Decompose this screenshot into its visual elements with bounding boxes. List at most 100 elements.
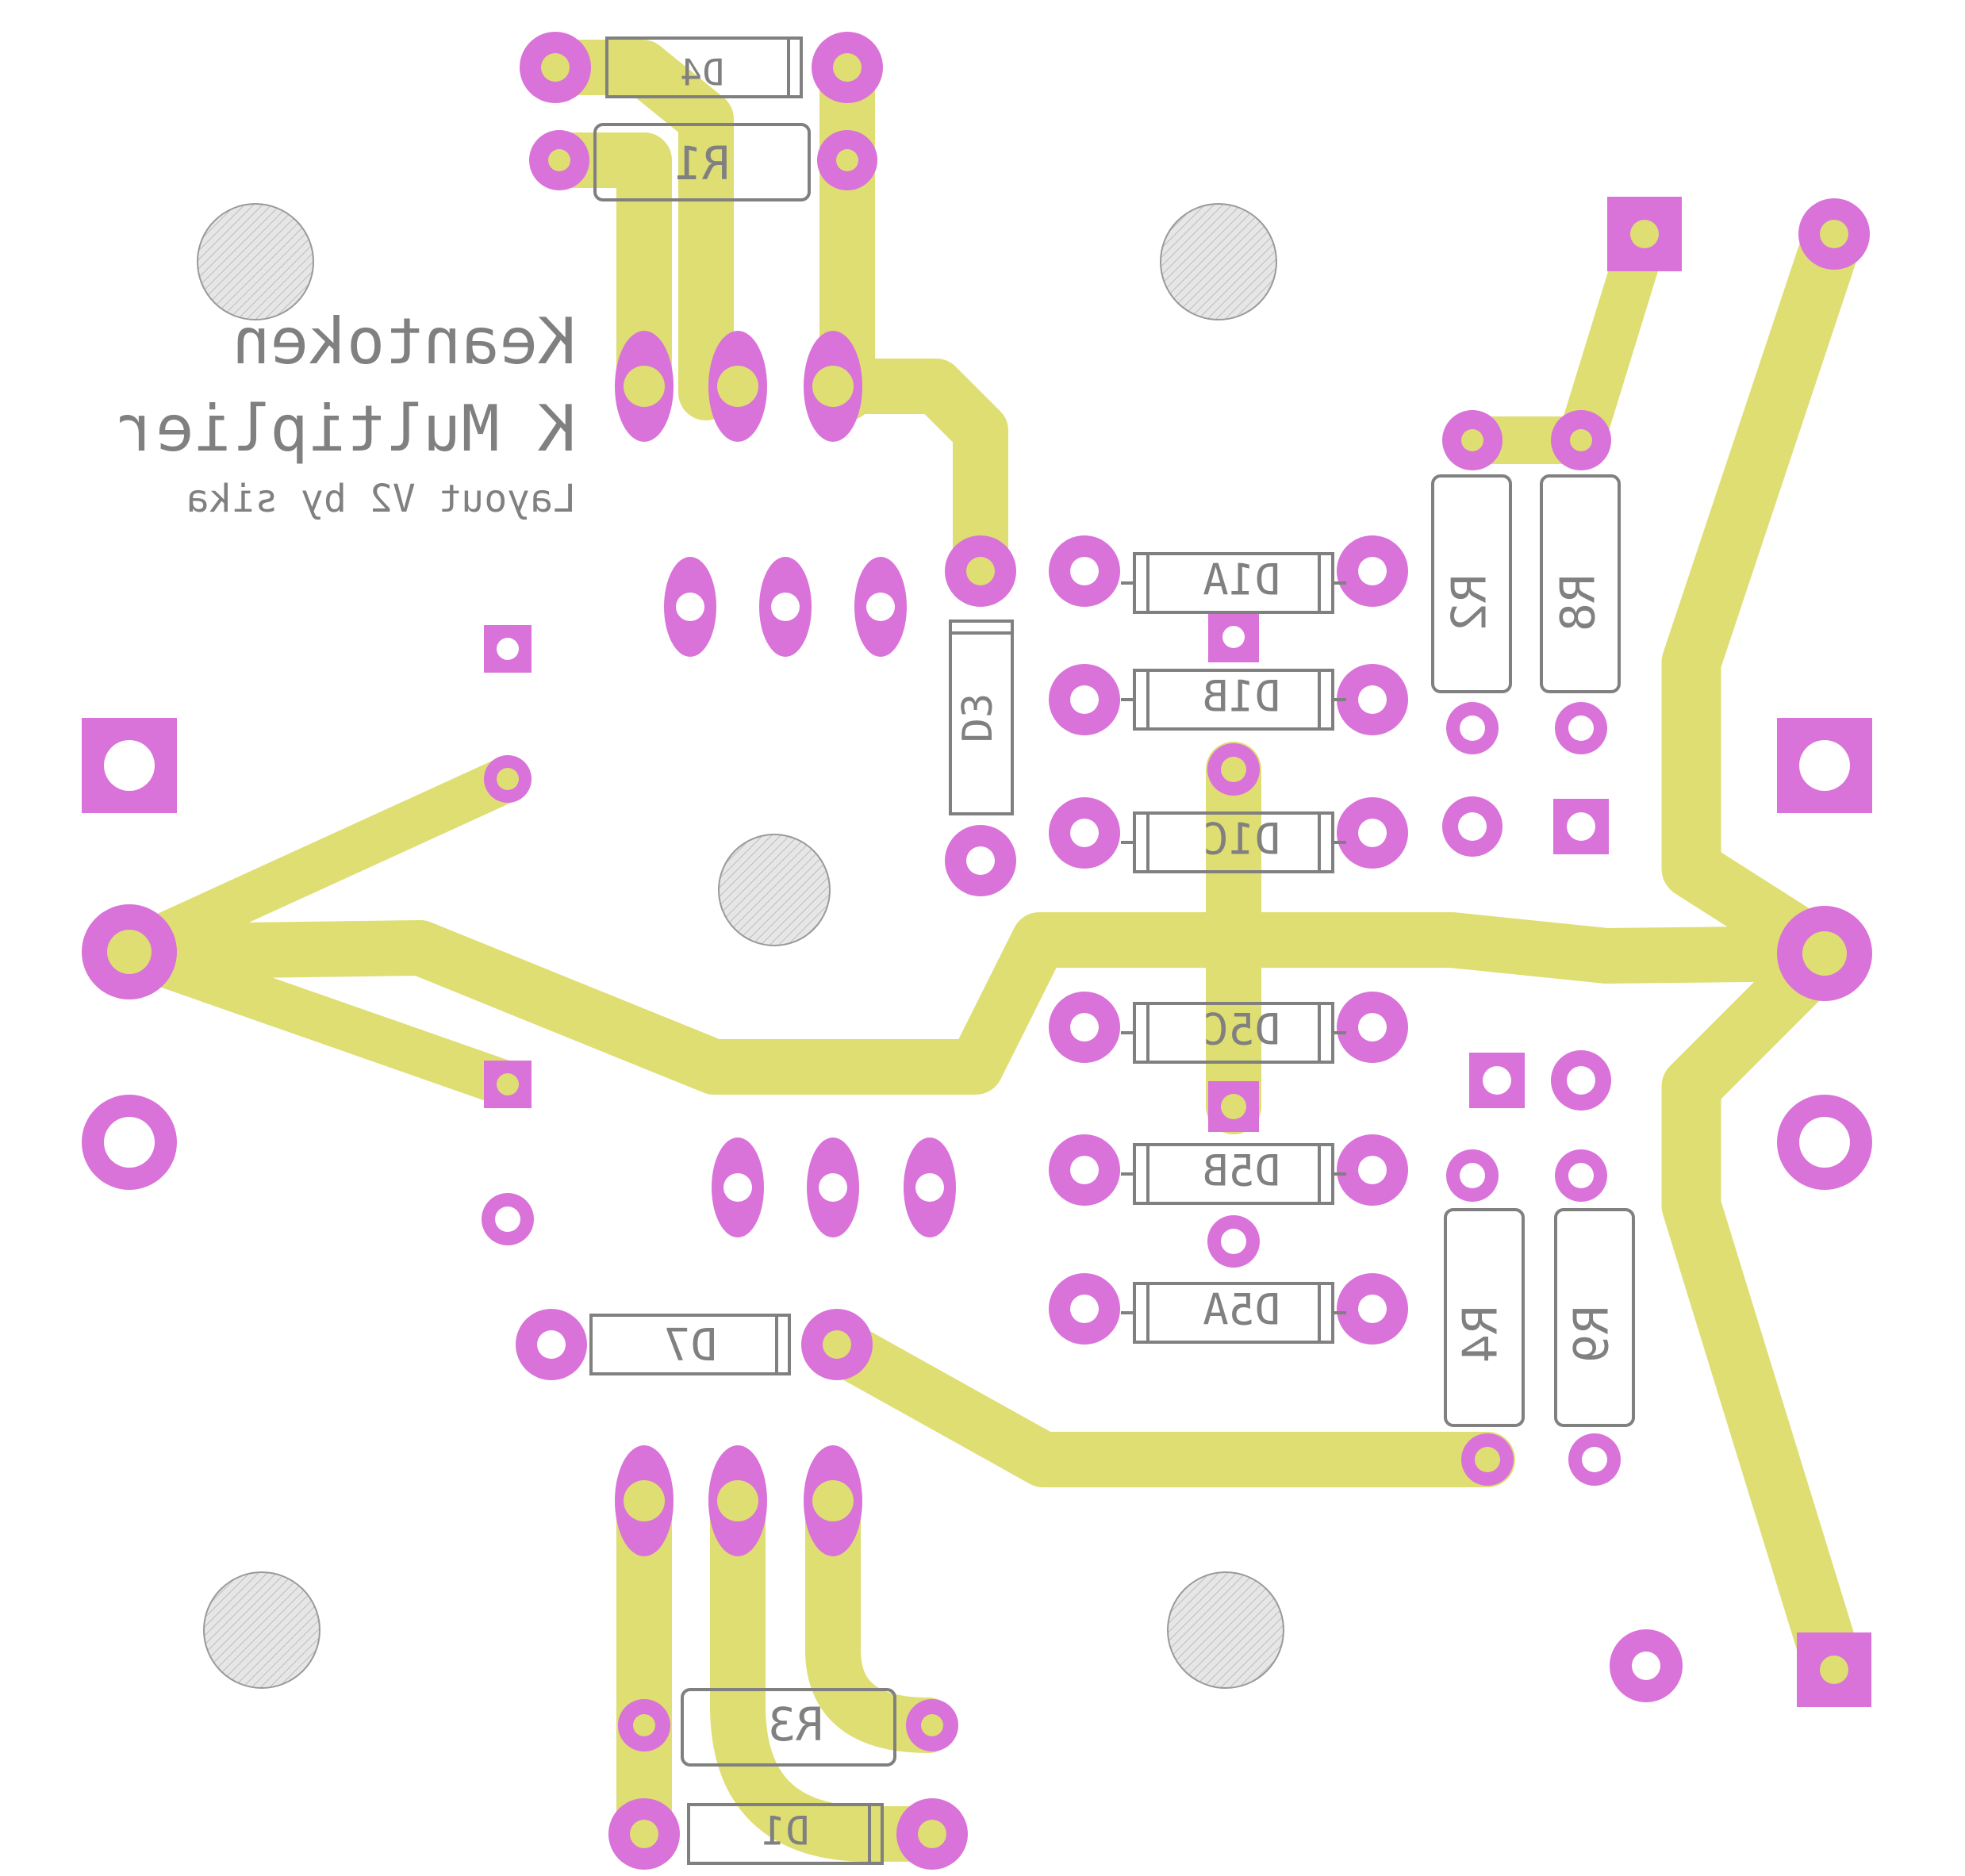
mounting-hole-bottom-left: [203, 1571, 320, 1689]
pad-drill: [1460, 1163, 1485, 1188]
d1-label: D1: [762, 1809, 809, 1855]
r1-label: R1: [674, 136, 730, 190]
title-line3: Layout V2 by sika: [186, 477, 576, 521]
d5a-label: D5A: [1203, 1285, 1280, 1335]
pad-drill: [107, 930, 152, 974]
pad-drill: [495, 1207, 520, 1232]
pad-drill: [966, 846, 995, 875]
pad-drill: [1567, 812, 1595, 841]
label-d5a: D5A: [1203, 1285, 1280, 1335]
trace-right-lower: [1661, 923, 1864, 1700]
d1c-label: D1C: [1203, 815, 1280, 865]
label-d1a: D1A: [1203, 555, 1280, 605]
pad-drill: [1458, 812, 1487, 841]
pad-drill: [104, 1117, 155, 1168]
label-d1b: D1B: [1203, 672, 1280, 722]
title-line1: Keantoken: [232, 305, 576, 378]
pad-drill: [812, 366, 854, 407]
component-outline: [589, 1314, 791, 1375]
mounting-hole-top-mid: [1160, 203, 1277, 320]
component-outline: [593, 123, 811, 201]
pad-drill: [1358, 1295, 1387, 1323]
pad-drill: [624, 366, 665, 407]
r9-label: R9: [1564, 1306, 1620, 1363]
r2-label: R2: [1442, 574, 1498, 631]
d3-label: D3: [954, 693, 1002, 743]
title-line2-group: K Multiplier: [117, 392, 576, 466]
pad-drill: [918, 1820, 946, 1848]
component-outline: [1540, 474, 1621, 693]
trace-q2-right-to-r3: [805, 1473, 956, 1753]
pad-drill: [812, 1480, 854, 1521]
pad-drill: [497, 638, 519, 660]
pad-drill: [1570, 429, 1592, 451]
label-r9: R9: [1564, 1306, 1620, 1363]
r3-label: R3: [768, 1698, 823, 1751]
label-r2: R2: [1442, 574, 1498, 631]
label-d1: D1: [762, 1809, 809, 1855]
pad-drill: [1221, 1094, 1246, 1119]
pad-drill: [1632, 1652, 1660, 1680]
pad-drill: [1582, 1447, 1607, 1472]
silkscreen-labels: D4 R1 D3 D1A D1B D1C D5C D5B D5A D7 R3 D…: [663, 52, 1619, 1855]
r4-label: R4: [1453, 1306, 1509, 1363]
pad-drill: [723, 1173, 752, 1202]
pad-drill: [1358, 819, 1387, 847]
pad-drill: [836, 149, 858, 171]
pad-drill: [1070, 819, 1099, 847]
label-d1c: D1C: [1203, 815, 1280, 865]
pad-drill: [1221, 757, 1246, 782]
pad-drill: [1358, 1156, 1387, 1184]
d1b-label: D1B: [1203, 672, 1280, 722]
pad-drill: [548, 149, 570, 171]
title-line3-group: Layout V2 by sika: [186, 477, 576, 521]
pad-drill: [1568, 715, 1594, 741]
label-d3: D3: [954, 693, 1002, 743]
d5c-label: D5C: [1203, 1005, 1280, 1055]
pad-drill: [866, 593, 895, 621]
trace-main-left-upper: [106, 756, 531, 975]
trace-right-upper: [1661, 204, 1864, 984]
pad-drill: [1483, 1066, 1511, 1095]
pad-drill: [1630, 220, 1659, 248]
pad-drill: [1070, 685, 1099, 714]
pad-drill: [1070, 1295, 1099, 1323]
label-d5c: D5C: [1203, 1005, 1280, 1055]
r8-label: R8: [1551, 574, 1606, 631]
title-line2: K Multiplier: [117, 392, 576, 466]
pad-drill: [1358, 1013, 1387, 1042]
pad-drill: [771, 593, 800, 621]
pads: [82, 32, 1872, 1870]
pad-drill: [1222, 626, 1245, 648]
label-r3: R3: [768, 1698, 823, 1751]
component-outline: [605, 36, 803, 98]
label-r8: R8: [1551, 574, 1606, 631]
pad-drill: [676, 593, 704, 621]
pad-drill: [833, 53, 862, 82]
d1a-label: D1A: [1203, 555, 1280, 605]
component-outline: [681, 1688, 896, 1767]
pad-drill: [104, 740, 155, 791]
label-d7: D7: [663, 1320, 716, 1372]
d5b-label: D5B: [1203, 1146, 1280, 1196]
label-d4: D4: [680, 52, 723, 94]
pad-drill: [1475, 1447, 1500, 1472]
trace-main-bus: [102, 912, 1852, 1095]
pad-drill: [624, 1480, 665, 1521]
pad-drill: [541, 53, 570, 82]
component-outline: [1431, 474, 1512, 693]
pad-drill: [1358, 557, 1387, 585]
mounting-hole-top-left: [197, 203, 314, 320]
pad-drill: [1567, 1066, 1595, 1095]
trace-d7-to-r4: [809, 1317, 1515, 1487]
pad-drill: [497, 1073, 519, 1095]
d7-label: D7: [663, 1320, 716, 1372]
component-outline: [687, 1803, 884, 1865]
mounting-hole-bottom-mid: [1167, 1571, 1284, 1689]
pad-drill: [497, 768, 519, 790]
pad-drill: [1070, 557, 1099, 585]
pad-drill: [966, 557, 995, 585]
pad-drill: [717, 1480, 758, 1521]
label-r1: R1: [674, 136, 730, 190]
